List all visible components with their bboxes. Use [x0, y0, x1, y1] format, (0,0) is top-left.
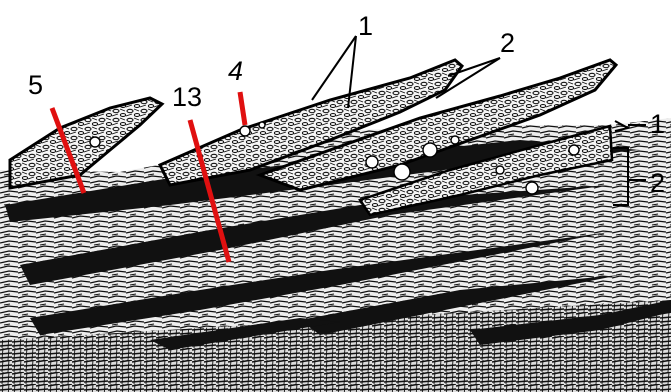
label-1-right: 1	[650, 109, 665, 139]
label-2-right: 2	[650, 168, 665, 198]
label-5: 5	[28, 70, 43, 100]
label-1-top: 1	[358, 11, 373, 41]
tissue-section	[0, 60, 671, 392]
label-13: 13	[172, 82, 202, 112]
label-4: 4	[228, 56, 243, 86]
label-2-top: 2	[500, 28, 515, 58]
pointer-4	[240, 92, 245, 125]
